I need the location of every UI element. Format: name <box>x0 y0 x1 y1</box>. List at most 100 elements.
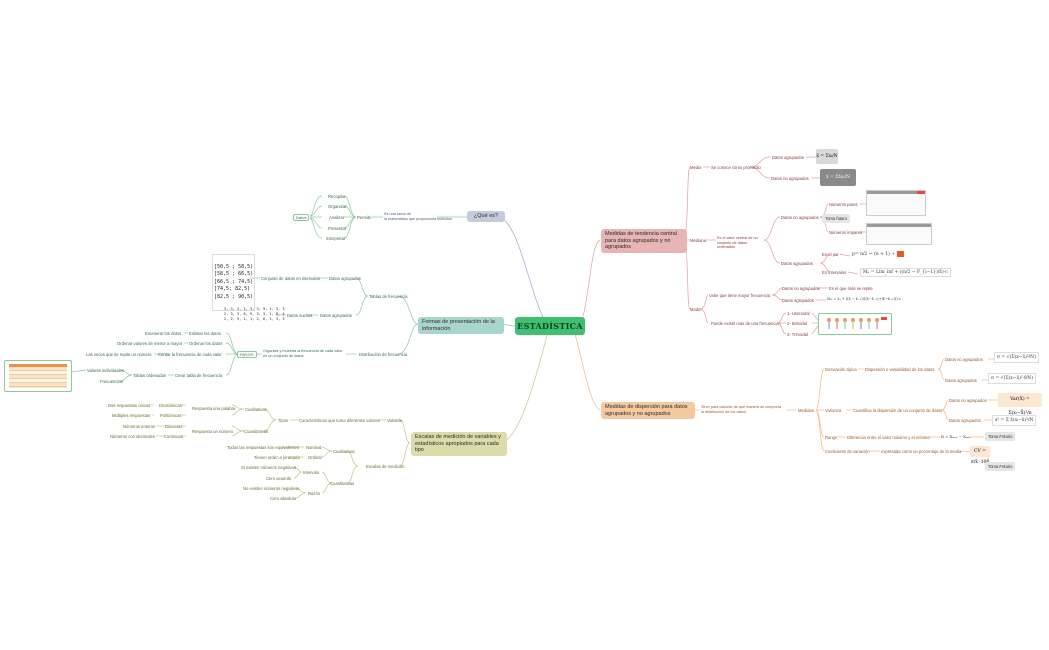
cualitativas-label: Cualitativas <box>245 407 267 412</box>
ordinal-label: Ordinal <box>308 455 322 460</box>
puede-label: Puede existir más de una frecuencia <box>711 321 779 326</box>
coeficiente-label: Coeficiente de variación <box>825 449 870 454</box>
people-figures <box>827 317 887 329</box>
numeros-decimales-label: Números con decimales <box>110 434 155 439</box>
moda-formula: Mₒ = Lᵢ + ((fᵢ − fᵢ₋₁)/((fᵢ−fᵢ₋₁)+(fᵢ−fᵢ… <box>827 297 901 301</box>
datos-sueltos-label: Datos sueltos <box>287 313 313 318</box>
step-a: Las veces que se repite un número <box>86 352 152 357</box>
que-es-item: Analizar <box>329 215 345 220</box>
tipos-label: Tipos <box>278 418 289 423</box>
razon-desc-2: Cero absoluto <box>270 496 297 501</box>
rango-label: Rango <box>825 435 838 440</box>
par-formula: p= n/2 → (n + 1) ÷ 2= <box>852 252 904 257</box>
escalas-topic[interactable]: Escalas de medición de variables y estad… <box>411 432 507 456</box>
desv-no-agr-label: Datos no agrupados <box>945 357 983 362</box>
varianza-desc: Cuantifica la dispersión de un conjunto … <box>853 408 943 413</box>
coeficiente-desc: expresada como un porcentaje de la media <box>881 449 962 454</box>
multiples-label: Múltiples respuestas <box>112 413 151 418</box>
numeros-pares-label: Números pares <box>829 202 858 207</box>
varianza-label: Varianza <box>825 408 842 413</box>
conjunto-intervalos-label: Conjunto de datos en intervalos <box>261 276 320 281</box>
step-a: Ordenar valores de menor a mayor <box>117 341 183 346</box>
toma-foto-tag: Toma fotaro <box>822 214 851 223</box>
moda-no-agr-desc: Es el que más se repite <box>829 286 873 291</box>
media-label: Media <box>690 165 702 170</box>
pasos-tag: PASOS <box>237 351 257 358</box>
variable-label: Variable <box>387 418 403 423</box>
numeros-enteros-label: Números enteros <box>123 424 156 429</box>
step-b: Enlistar los datos <box>189 331 221 336</box>
frecuencias-label: Frecuencias <box>100 379 123 384</box>
rango-formula: R = Xₘₐₓ − Xₘᵢₙ <box>941 434 971 439</box>
cuantitativas-2-label: Cuantitativas <box>330 481 355 486</box>
intervalo-desc-2: Cero acuerdo <box>266 476 292 481</box>
nominal-desc: Todas las respuestas son equivalentes <box>227 445 299 450</box>
organiza-text: Organiza y muestra la frecuencia de cada… <box>263 349 343 358</box>
toma-foto-coef: Toma Fotario <box>985 462 1016 471</box>
mean-formula-image: x̄ = Σxᵢ/N <box>816 149 838 164</box>
nominal-label: Nominal <box>306 445 322 450</box>
que-es-topic[interactable]: ¿Qué es? <box>467 211 505 222</box>
respuesta-numero-label: Respuesta un número <box>192 429 234 434</box>
que-es-item: Interpretar <box>326 236 346 241</box>
discretas-label: Discretas <box>165 424 183 429</box>
cualitativas-2-label: Cualitativas <box>333 449 355 454</box>
media-no-agrupados-label: Datos no agrupados <box>771 176 809 181</box>
intervalo-label: Intervalo <box>303 470 320 475</box>
mediana-desc: Es el valor central de un conjunto de da… <box>717 236 758 250</box>
razon-desc-1: No existen números negativos <box>243 486 300 491</box>
sirve-text: Sirve para calcular de qué manera se com… <box>701 405 781 414</box>
unimodal-label: 1- Unimodal <box>787 311 810 316</box>
step-b: Crear tabla de frecuencia <box>175 373 223 378</box>
permite-label: Permite <box>357 215 372 220</box>
razon-label: Razón <box>308 491 321 496</box>
caracteristicas-label: Características que toma diferentes valo… <box>299 418 380 423</box>
var-agr-formula: s² = Σ fᵢ(xᵢ−x̄)²/N <box>992 415 1037 426</box>
intervalo-desc-1: Sí existen números negativos <box>241 465 296 470</box>
central-topic[interactable]: ESTADÍSTICA <box>515 317 585 335</box>
rango-desc: Diferencia entre el valor máximo y el mí… <box>847 435 930 440</box>
bimodal-label: 2- Bimodal <box>787 321 808 326</box>
datos-agrupados-2-label: Datos agrupados <box>320 313 352 318</box>
que-es-item: Recopilar <box>328 194 346 199</box>
var-no-agr-label: Datos no agrupados <box>949 398 987 403</box>
desv-agr-formula: σ = √(Σ(x−x̄)²·f/N) <box>988 373 1036 384</box>
en-intervalos-label: En intervalos <box>822 270 847 275</box>
medidas-label: Medidas <box>798 408 814 413</box>
ordinal-desc: Tienen orden o jerarquía <box>254 455 300 460</box>
coef-formula: CV = σ/x̄ ·100 <box>970 446 990 465</box>
moda-no-agr-label: Datos no agrupados <box>782 286 820 291</box>
interval: [74,5; 82,5) <box>214 286 251 292</box>
valores-label: Valores individuales <box>87 368 124 373</box>
step-a: Tablas ordenadas <box>133 373 167 378</box>
moda-desc: Valor que tiene mayor frecuencia <box>709 293 771 298</box>
politomicas-label: Politómicas <box>160 413 182 418</box>
mean-grouped-formula-image: x̄ = Σfᵢxᵢ/N <box>820 169 856 186</box>
interval: [82,5 ; 90,5) <box>214 293 254 300</box>
frequency-table-image <box>4 360 72 392</box>
intervals-list: [50,5 ; 58,5)[58,5 ; 66,5)[66,5 ; 74,5)[… <box>212 254 256 311</box>
interval: [50,5 ; 58,5) <box>214 263 254 270</box>
desviacion-desc: Dispersión o variabilidad de los datos <box>865 367 935 372</box>
desv-no-agr-formula: σ = √(Σ(x−x̄)²/N) <box>994 352 1039 363</box>
step-b: Ordenar los datos <box>189 341 223 346</box>
moda-figures-image <box>818 313 892 335</box>
media-desc: Se conoce como promedio <box>711 165 761 170</box>
pares-image <box>866 190 926 216</box>
impares-image <box>866 223 932 245</box>
desviacion-label: Desviación típica <box>825 367 857 372</box>
var-agr-label: Datos agrupados <box>949 418 981 423</box>
moda-agr-label: Datos agrupados <box>782 298 814 303</box>
toma-foto-rango: Toma Fotario <box>985 432 1016 441</box>
formas-topic[interactable]: Formas de presentación de la información <box>418 317 504 334</box>
var-no-agr-formula: Var(X) = Σ(xᵢ−X̄)²/n <box>998 393 1042 416</box>
mediana-agr-label: Datos agrupados <box>781 261 813 266</box>
dispersion-topic[interactable]: Medidas de dispersión para datos agrupad… <box>601 402 695 419</box>
trimodal-label: 3- Trimodal <box>787 332 808 337</box>
datos-agrupados-label: Datos agrupados <box>329 276 361 281</box>
distribucion-label: Distribución de frecuencia <box>359 352 408 357</box>
interval: [58,5 ; 66,5) <box>214 271 254 277</box>
tablas-frecuencia-label: Tablas de frecuencia <box>369 294 408 299</box>
tendencia-topic[interactable]: Medidas de tendencia central para datos … <box>601 229 687 253</box>
